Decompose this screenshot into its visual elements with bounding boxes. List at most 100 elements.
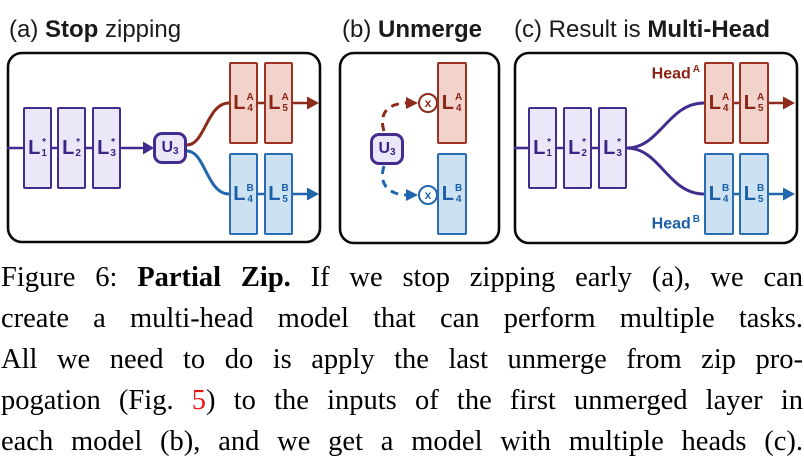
layer-sub: 3 — [616, 147, 622, 159]
layer-sub: 1 — [41, 147, 47, 159]
unmerge-letter: U — [161, 139, 173, 156]
caption-line-4: pogation (Fig. 5) to the inputs of the f… — [1, 380, 803, 421]
layer-letter: L — [268, 183, 281, 205]
exit-arrowhead-a-head-b — [307, 187, 319, 201]
panel-c-title-pre: (c) Result is — [514, 16, 648, 43]
layer-letter: L — [568, 137, 581, 159]
caption-text: If we stop zipping early (a), we can — [290, 262, 803, 293]
arrowhead-into-unmerge-a — [143, 141, 154, 155]
layer-sup: A — [721, 91, 730, 103]
panel-c-title: (c) Result is Multi-Head — [514, 15, 770, 45]
layer-sub: 4 — [455, 102, 462, 114]
layer-sub: 3 — [110, 147, 116, 159]
unmerge-box-u3-a: U 3 — [153, 132, 187, 164]
layer-letter: L — [97, 137, 110, 159]
caption-line-5: each model (b), and we get a model with … — [1, 421, 803, 462]
dashed-unmerge-curve-to-head-b — [381, 165, 408, 197]
caption-figure-number: Figure 6: — [1, 262, 138, 293]
unmerge-sub: 3 — [390, 146, 396, 158]
layer-sup: * — [42, 136, 47, 148]
layer-scripts: *3 — [110, 136, 116, 159]
caption-text: All we need to do is apply the last unme… — [1, 344, 803, 375]
layer-sup: * — [111, 136, 116, 148]
multiply-circle-head-a: x — [418, 93, 438, 113]
head-b-text: Head — [651, 215, 691, 233]
layer-box-l2-merged-c: L *2 — [563, 107, 592, 189]
branch-curve-a-to-head-a — [186, 101, 230, 147]
layer-box-l1-merged-a: L *1 — [23, 107, 52, 189]
dashed-arrowhead-head-b — [406, 189, 418, 201]
head-b-sup: B — [692, 214, 700, 225]
head-a-text: Head — [651, 65, 691, 83]
layer-sup: A — [281, 91, 289, 103]
layer-sub: 5 — [757, 102, 764, 114]
panel-b-border — [338, 51, 501, 245]
layer-sup: B — [721, 182, 730, 194]
layer-sub: 4 — [247, 193, 253, 205]
layer-sub: 1 — [546, 147, 552, 159]
layer-box-l3-merged-c: L *3 — [598, 107, 627, 189]
exit-arrowhead-c-head-b — [783, 187, 795, 201]
caption-line-3: All we need to do is apply the last unme… — [1, 339, 803, 380]
unmerge-sub: 3 — [173, 145, 179, 157]
layer-letter: L — [708, 92, 721, 114]
layer-sup: * — [617, 136, 622, 148]
caption-text: each model (b), and we get a model with … — [1, 426, 803, 457]
layer-scripts: *1 — [546, 136, 552, 159]
panel-a-title-pre: (a) — [9, 16, 45, 43]
dashed-arrowhead-head-a — [406, 97, 418, 109]
layer-box-l1-merged-c: L *1 — [528, 107, 557, 189]
layer-letter: L — [441, 183, 454, 205]
layer-sub: 4 — [722, 193, 729, 205]
figure-5-reference-link[interactable]: 5 — [191, 385, 207, 416]
layer-scripts: *2 — [75, 137, 81, 159]
unmerge-box-u3-b: U 3 — [370, 133, 404, 165]
layer-sup: * — [582, 136, 587, 148]
branch-curve-c-to-head-a — [626, 101, 705, 150]
branch-curve-a-to-head-b — [186, 149, 230, 196]
caption-text: ) to the inputs of the first unmerged la… — [206, 385, 803, 416]
layer-scripts: *2 — [581, 136, 587, 159]
layer-sub: 5 — [282, 193, 288, 205]
layer-sup: B — [246, 182, 254, 194]
layer-sup: A — [246, 91, 254, 103]
layer-letter: L — [743, 92, 756, 114]
multiply-icon: x — [424, 96, 432, 110]
dashed-unmerge-curve-to-head-a — [381, 101, 408, 132]
layer-sub: 2 — [581, 147, 587, 159]
layer-letter: L — [533, 137, 546, 159]
branch-curve-c-to-head-b — [626, 146, 705, 196]
exit-arrowhead-a-head-a — [307, 96, 319, 110]
layer-sup: B — [454, 182, 463, 194]
layer-sub: 4 — [722, 102, 729, 114]
layer-letter: L — [441, 92, 454, 114]
layer-letter: L — [708, 183, 721, 205]
multiply-icon: x — [424, 188, 432, 202]
layer-letter: L — [233, 92, 246, 114]
panel-c-title-bold: Multi-Head — [647, 16, 771, 43]
layer-sup: A — [454, 91, 463, 103]
panel-a-title: (a) Stop zipping — [9, 15, 181, 45]
panel-b-title: (b) Unmerge — [342, 15, 482, 45]
layer-sup: B — [281, 182, 289, 194]
layer-sup: * — [547, 136, 552, 148]
layer-letter: L — [268, 92, 281, 114]
caption-line-2: create a multi-head model that can perfo… — [1, 298, 803, 339]
unmerge-letter: U — [378, 140, 390, 157]
head-a-sup: A — [692, 64, 700, 75]
